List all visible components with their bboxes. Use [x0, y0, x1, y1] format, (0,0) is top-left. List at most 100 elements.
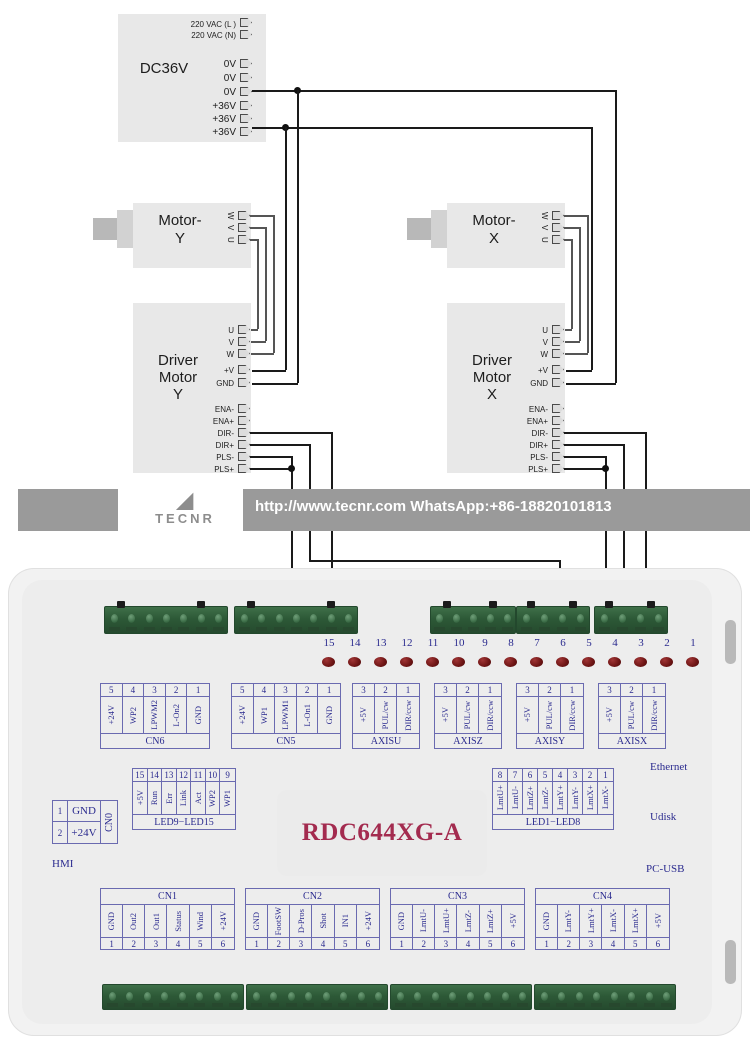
- pin-signal: LmtU-: [508, 782, 523, 814]
- motor-x-label-line1: Motor-: [454, 212, 534, 229]
- terminal-number-13: 13: [373, 637, 389, 649]
- bottom-terminal-block-1[interactable]: [102, 984, 244, 1010]
- bottom-terminal-block-4[interactable]: [534, 984, 676, 1010]
- driver-y-pin-label-plusv: +V: [196, 366, 234, 375]
- terminal-number-3: 3: [633, 637, 649, 649]
- connector-axisz[interactable]: 321+5VPUL/cwDIR/ccwAXISZ: [434, 683, 502, 749]
- connector-cn2[interactable]: CN2GNDFootSWD-ProsShotIN1+24V123456: [245, 888, 380, 950]
- pin-signal: Run: [148, 782, 163, 814]
- connector-cn6[interactable]: 54321+24VWP2LPWM2L-On2GNDCN6: [100, 683, 210, 749]
- hmi-label: HMI: [52, 858, 73, 870]
- status-led-10: [452, 657, 465, 667]
- pin-signal: LmtX-: [598, 782, 613, 814]
- terminal-number-6: 6: [555, 637, 571, 649]
- watermark: ◢ TECNR http://www.tecnr.com WhatsApp:+8…: [0, 489, 750, 531]
- wire-36v-to-driver-y-v: [252, 370, 286, 372]
- pin-signal: LmtX+: [625, 905, 647, 937]
- pin-number: 4: [254, 684, 276, 697]
- pin-number: 2: [375, 684, 397, 697]
- wire-0v-down-x: [615, 90, 617, 383]
- pin-number: 4: [312, 937, 334, 950]
- pin-signal: L-On2: [166, 697, 188, 733]
- psu-pin-label-0: 220 VAC (L ): [152, 20, 236, 29]
- pin-signal: +24V: [68, 822, 100, 843]
- driver-x-pin-label-pls-plus: PLS+: [502, 465, 548, 474]
- connector-axisy[interactable]: 321+5VPUL/cwDIR/ccwAXISY: [516, 683, 584, 749]
- connector-axisx[interactable]: 321+5VPUL/cwDIR/ccwAXISX: [598, 683, 666, 749]
- wire-x-dir-plus-h: [564, 444, 624, 446]
- pin-number: 5: [190, 937, 212, 950]
- connector-name: AXISZ: [435, 733, 501, 749]
- wire-36v-to-driver-x-v: [566, 370, 592, 372]
- driver-y-pin-label-pls-minus: PLS-: [188, 453, 234, 462]
- connector-cn1[interactable]: CN1GNDOut2Out1StatusWind+24V123456: [100, 888, 235, 950]
- wire-0v-down-y: [297, 90, 299, 383]
- bottom-terminal-block-2[interactable]: [246, 984, 388, 1010]
- terminal-number-12: 12: [399, 637, 415, 649]
- psu-pin-label-6: +36V: [152, 115, 236, 124]
- wire-0v-to-driver-x-gnd: [566, 383, 616, 385]
- driver-x-label-line3: X: [452, 386, 532, 403]
- connector-cn0[interactable]: 12GND+24VCN0: [52, 800, 118, 844]
- pin-signal: LPWM1: [275, 697, 297, 733]
- top-terminal-block-4[interactable]: [516, 606, 590, 634]
- terminal-number-1: 1: [685, 637, 701, 649]
- wire-y-u-b: [257, 239, 259, 329]
- status-led-6: [556, 657, 569, 667]
- pin-signal: LmtX-: [602, 905, 624, 937]
- pin-signal: PUL/cw: [621, 697, 643, 733]
- pin-signal: +5V: [133, 782, 148, 814]
- pin-signal: DIR/ccw: [479, 697, 501, 733]
- driver-x-pin-label-dir-plus: DIR+: [502, 441, 548, 450]
- pin-number: 2: [268, 937, 290, 950]
- top-terminal-block-2[interactable]: [234, 606, 358, 634]
- pin-signal: +24V: [232, 697, 254, 733]
- connector-cn3[interactable]: CN3GNDLmtU-LmtU+LmtZ-LmtZ++5V123456: [390, 888, 525, 950]
- wire-x-u-b: [571, 239, 573, 329]
- pin-number: 3: [275, 684, 297, 697]
- wire-x-v-a: [564, 227, 580, 229]
- motor-x-shaft-tip: [407, 218, 431, 240]
- top-terminal-block-1[interactable]: [104, 606, 228, 634]
- pin-number: 1: [598, 769, 613, 782]
- wire-y-dir-minus-h: [250, 432, 332, 434]
- motor-y-label-line2: Y: [140, 230, 220, 247]
- wire-36v-down-x: [591, 127, 593, 370]
- connector-name: CN6: [101, 733, 209, 749]
- pin-signal: LmtU+: [493, 782, 508, 814]
- connector-cn4[interactable]: CN4GNDLmtY-LmtY+LmtX-LmtX++5V123456: [535, 888, 670, 950]
- pin-number: 3: [580, 937, 602, 950]
- pin-number: 4: [457, 937, 479, 950]
- top-terminal-block-3[interactable]: [430, 606, 516, 634]
- driver-x-pin-label-plusv: +V: [510, 366, 548, 375]
- led-group-9-15: 1514131211109+5VRunErrLinkActWP2WP1LED9−…: [132, 768, 236, 830]
- pin-number: 1: [318, 684, 340, 697]
- driver-x-pin-label-ena-minus: ENA-: [502, 405, 548, 414]
- driver-y-pin-label-ena-plus: ENA+: [188, 417, 234, 426]
- pin-number: 5: [335, 937, 357, 950]
- motor-x-label-line2: X: [454, 230, 534, 247]
- pin-number: 1: [187, 684, 209, 697]
- tecnr-logo-name: TECNR: [140, 511, 230, 526]
- terminal-number-2: 2: [659, 637, 675, 649]
- pin-signal: WP1: [220, 782, 235, 814]
- pin-signal: LmtU-: [413, 905, 435, 937]
- wire-x-v-c: [564, 341, 580, 343]
- wire-x-w-a: [564, 215, 588, 217]
- pin-number: 3: [145, 937, 167, 950]
- driver-y-pin-label-gnd: GND: [190, 379, 234, 388]
- junction-x-pls: [602, 465, 609, 472]
- status-led-4: [608, 657, 621, 667]
- connector-name: LED1−LED8: [493, 814, 613, 830]
- connector-axisu[interactable]: 321+5VPUL/cwDIR/ccwAXISU: [352, 683, 420, 749]
- driver-y-label-line3: Y: [138, 386, 218, 403]
- top-terminal-block-5[interactable]: [594, 606, 668, 634]
- pin-signal: +5V: [517, 697, 539, 733]
- pin-signal: Status: [167, 905, 189, 937]
- connector-cn5[interactable]: 54321+24VWP1LPWM1L-On1GNDCN5: [231, 683, 341, 749]
- terminal-number-4: 4: [607, 637, 623, 649]
- pin-number: 10: [206, 769, 221, 782]
- bottom-terminal-block-3[interactable]: [390, 984, 532, 1010]
- pin-number: 2: [166, 684, 188, 697]
